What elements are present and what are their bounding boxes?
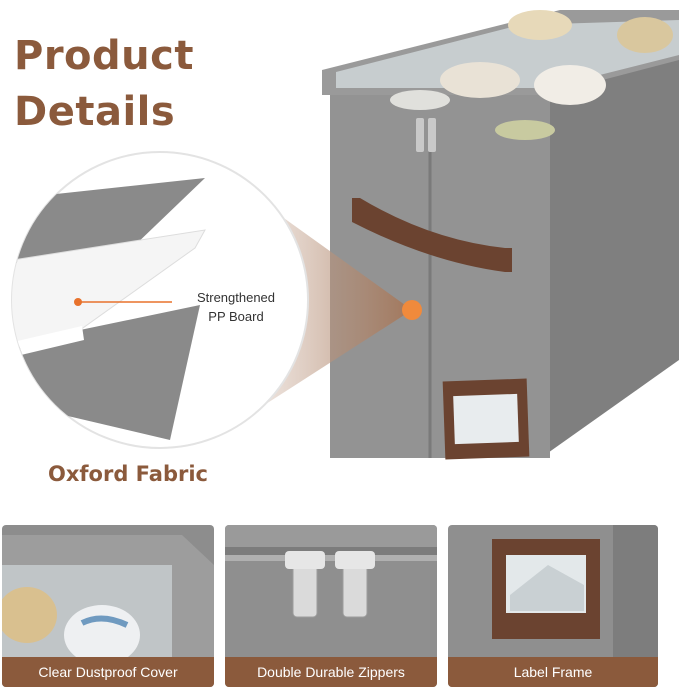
fabric-label: Oxford Fabric <box>48 462 208 486</box>
thumbnail-label: Clear Dustproof Cover <box>2 657 214 687</box>
leather-handle <box>352 198 512 272</box>
pp-board-callout: Strengthened PP Board <box>176 288 296 326</box>
callout-line-2: PP Board <box>208 309 264 324</box>
product-illustration <box>11 10 679 460</box>
title-line-1: Product <box>14 33 194 79</box>
thumbnail-zippers: Double Durable Zippers <box>225 525 437 687</box>
title-line-2: Details <box>14 89 176 135</box>
callout-dot-small <box>74 298 82 306</box>
box-side <box>545 40 679 455</box>
callout-line-1: Strengthened <box>196 290 276 305</box>
zipper-pull <box>416 118 424 152</box>
shoe <box>440 62 520 98</box>
shoe <box>508 10 572 40</box>
thumbnail-label-frame: Label Frame <box>448 525 658 687</box>
callout-dot-large <box>402 300 422 320</box>
shoe <box>534 65 606 105</box>
pp-board <box>12 229 206 351</box>
thumbnail-label: Label Frame <box>448 657 658 687</box>
thumbnail-dustproof-cover: Clear Dustproof Cover <box>2 525 214 687</box>
thumbnail-label: Double Durable Zippers <box>225 657 437 687</box>
page-title: Product Details <box>14 28 194 140</box>
shoe <box>617 17 673 53</box>
